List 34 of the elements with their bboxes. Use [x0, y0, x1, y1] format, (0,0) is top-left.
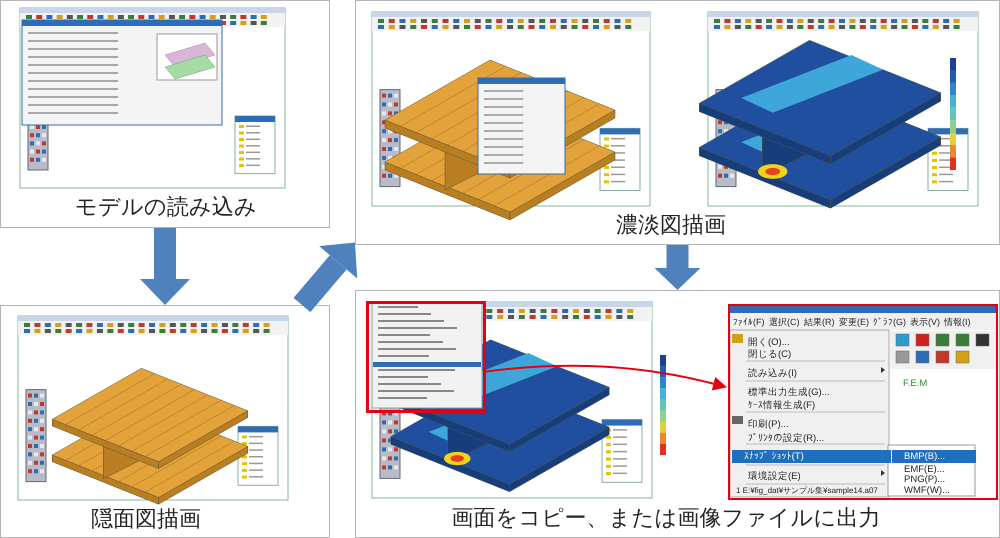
arrow: [140, 228, 190, 305]
panel: [355, 290, 1000, 538]
menu-bar-item: 結果(R): [804, 317, 834, 328]
menu-item: ﾌﾟﾘﾝﾀの設定(R)...: [748, 433, 824, 444]
menu-item: 標準出力生成(G)...: [748, 387, 830, 398]
panel-label: 濃淡図描画: [616, 213, 726, 239]
menu-item: ｽﾅｯﾌﾟ ｼｮｯﾄ(T): [732, 450, 891, 463]
submenu-item: EMF(E)...: [904, 464, 945, 475]
menu-item: 開く(O)...: [748, 337, 790, 348]
panel: [0, 0, 330, 228]
menu-bar-item: ｸﾞﾗﾌ(G): [873, 317, 906, 328]
arrow: [484, 364, 728, 391]
menu-item: 閉じる(C): [748, 349, 792, 360]
menu-item: 印刷(P)...: [748, 419, 789, 430]
menu-bar-item: 表示(V): [910, 317, 940, 328]
menu-bar-item: 変更(E): [839, 317, 869, 328]
submenu-item: WMF(W)...: [904, 485, 950, 496]
submenu-item: BMP(B)...: [892, 450, 976, 463]
menu-bar-item: ﾌｧｲﾙ(F): [733, 317, 764, 328]
menu-bar-item: 選択(C): [769, 317, 800, 328]
menu-item: 1 E:¥fig_dat¥サンプル集¥sample14.a07: [736, 485, 878, 496]
menu-item: ｹｰｽ情報生成(F): [748, 400, 816, 411]
highlight-frame: [366, 301, 486, 413]
arrow: [654, 245, 700, 290]
panel-label: 画面をコピー、または画像ファイルに出力: [452, 506, 880, 532]
panel: [0, 305, 330, 538]
panel-label: 隠面図描画: [91, 507, 201, 533]
submenu-item: PNG(P)...: [904, 474, 946, 485]
menu-item: 環境設定(E): [748, 471, 801, 482]
panel: [355, 0, 1000, 245]
panel-label: モデルの読み込み: [75, 195, 257, 221]
toolbar-text: F.E.M: [903, 378, 928, 389]
menu-item: 読み込み(I): [748, 368, 797, 379]
menu-bar-item: 情報(I): [944, 317, 970, 328]
